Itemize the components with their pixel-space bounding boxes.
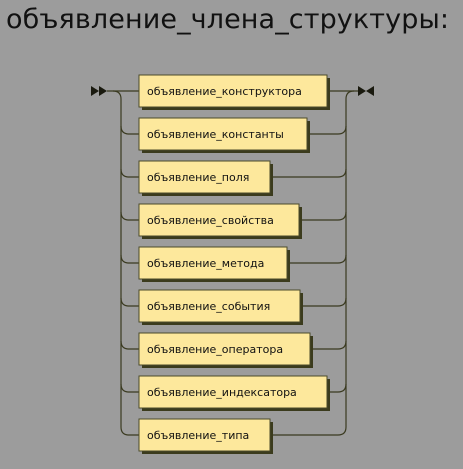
- branch-in-rail: [120, 297, 139, 307]
- nonterminal-label: объявление_типа: [147, 429, 249, 442]
- branch-out-rail: [327, 383, 347, 393]
- nonterminal-label: объявление_поля: [147, 171, 249, 184]
- nonterminal-box[interactable]: [138, 375, 328, 409]
- double-arrow-start-icon: [91, 86, 107, 96]
- nonterminal-label: объявление_свойства: [147, 214, 274, 227]
- left-branch-bus: [112, 90, 122, 427]
- branch-out-rail: [299, 211, 347, 221]
- double-arrow-end-icon: [358, 86, 374, 96]
- nonterminal-box[interactable]: [138, 74, 328, 108]
- nonterminal-label: объявление_метода: [147, 257, 264, 270]
- branch-in-rail: [120, 340, 139, 350]
- nonterminal-box[interactable]: [138, 117, 308, 151]
- branch-in-rail: [120, 211, 139, 221]
- branch-out-rail: [307, 125, 347, 135]
- nonterminal-box[interactable]: [138, 289, 301, 323]
- branch-out-rail: [310, 340, 347, 350]
- branch-in-rail: [120, 426, 139, 436]
- branch-out-rail: [270, 426, 347, 436]
- nonterminal-box[interactable]: [138, 160, 271, 194]
- nonterminal-box[interactable]: [138, 418, 271, 452]
- nonterminal-label: объявление_события: [147, 300, 270, 313]
- alternatives-group: объявление_конструктора объявление_конста…: [120, 74, 347, 454]
- nonterminal-label: объявление_константы: [147, 128, 284, 141]
- right-branch-bus: [345, 90, 355, 427]
- nonterminal-box[interactable]: [138, 203, 300, 237]
- nonterminal-label: объявление_индексатора: [147, 386, 297, 399]
- branch-in-rail: [120, 254, 139, 264]
- nonterminal-label: объявление_конструктора: [147, 85, 302, 98]
- branch-in-rail: [120, 383, 139, 393]
- nonterminal-label: объявление_оператора: [147, 343, 283, 356]
- nonterminal-box[interactable]: [138, 332, 311, 366]
- branch-out-rail: [300, 297, 347, 307]
- branch-in-rail: [120, 125, 139, 135]
- branch-in-rail: [120, 168, 139, 178]
- nonterminal-box[interactable]: [138, 246, 288, 280]
- diagram-title: объявление_члена_структуры:: [6, 4, 450, 35]
- branch-out-rail: [270, 168, 347, 178]
- branch-out-rail: [287, 254, 347, 264]
